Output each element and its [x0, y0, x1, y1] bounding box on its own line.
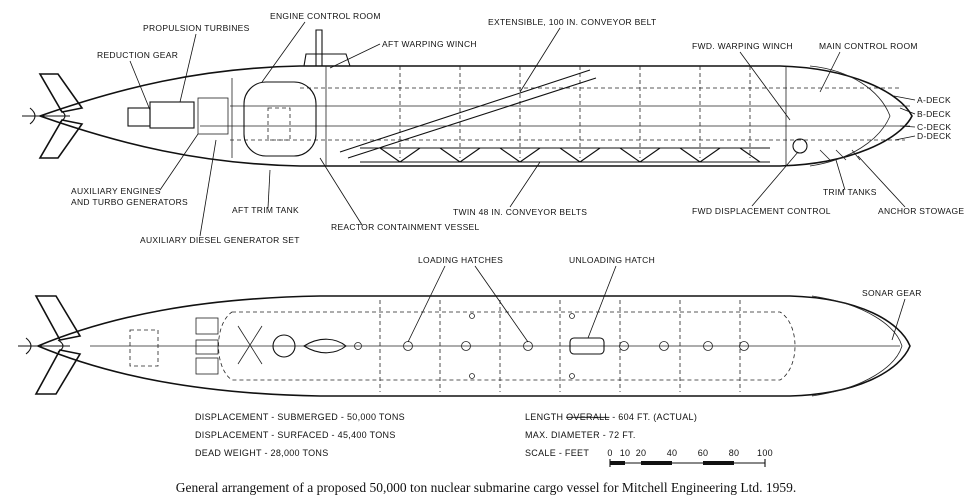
periscope-mast [315, 29, 323, 66]
scale-tick: 100 [757, 448, 773, 458]
scale-tick: 0 [607, 448, 612, 458]
reactor-vessel-shape [243, 81, 317, 157]
scale-ticks: 0 10 20 40 60 80 100 [607, 448, 773, 458]
spec-length-struck: OVERALL [566, 412, 609, 422]
side-bulkheads [231, 66, 787, 166]
main-control-room-curve [809, 65, 891, 167]
plan-bulkheads [379, 300, 741, 392]
spec-displacement-surfaced: DISPLACEMENT - SURFACED - 45,400 TONS [195, 430, 396, 440]
label-unloading-hatch: UNLOADING HATCH [569, 255, 655, 265]
spec-length: LENGTH OVERALL - 604 FT. (ACTUAL) [525, 412, 697, 422]
upper-tail-fin [38, 73, 84, 113]
scale-tick: 60 [698, 448, 709, 458]
fwd-winch-shape [792, 138, 808, 154]
propeller [22, 107, 70, 125]
label-main-control-room: MAIN CONTROL ROOM [819, 41, 918, 51]
reactor-core [267, 107, 291, 141]
sail [303, 53, 351, 67]
plan-leader-lines [407, 265, 906, 343]
scale-tick: 20 [636, 448, 647, 458]
label-reduction-gear: REDUCTION GEAR [97, 50, 178, 60]
twin-conveyor-truss [360, 147, 770, 163]
label-twin-conveyor: TWIN 48 IN. CONVEYOR BELTS [453, 207, 587, 217]
label-trim-tanks: TRIM TANKS [823, 187, 877, 197]
plan-labels: LOADING HATCHES UNLOADING HATCH SONAR GE… [418, 255, 922, 298]
spec-max-diameter: MAX. DIAMETER - 72 FT. [525, 430, 636, 440]
side-leader-lines [129, 21, 916, 237]
specifications: DISPLACEMENT - SUBMERGED - 50,000 TONS D… [195, 412, 773, 467]
plan-propeller [18, 337, 70, 355]
label-fwd-displacement: FWD DISPLACEMENT CONTROL [692, 206, 831, 216]
scale-tick: 80 [729, 448, 740, 458]
label-reactor-vessel: REACTOR CONTAINMENT VESSEL [331, 222, 480, 232]
side-labels: ENGINE CONTROL ROOM PROPULSION TURBINES … [71, 11, 964, 245]
trim-tank-marks [819, 149, 861, 161]
scale-bar [609, 459, 766, 467]
label-b-deck: B-DECK [917, 109, 951, 119]
reduction-gear-block [127, 107, 151, 127]
plan-hull-outline [35, 295, 911, 397]
label-aft-warping-winch: AFT WARPING WINCH [382, 39, 477, 49]
plan-bow-dome [811, 295, 903, 397]
scale-tick: 40 [667, 448, 678, 458]
label-aux-engines-line2: AND TURBO GENERATORS [71, 197, 188, 207]
label-propulsion-turbines: PROPULSION TURBINES [143, 23, 250, 33]
label-c-deck: C-DECK [917, 122, 951, 132]
label-a-deck: A-DECK [917, 95, 951, 105]
cargo-hold-outline [218, 311, 796, 381]
extensible-conveyor [339, 69, 597, 159]
label-fwd-warping-winch: FWD. WARPING WINCH [692, 41, 793, 51]
lower-tail-fin [38, 119, 84, 159]
aux-engine-block [197, 97, 229, 135]
scale-tick: 10 [620, 448, 631, 458]
plan-reactor [272, 334, 296, 358]
label-engine-control-room: ENGINE CONTROL ROOM [270, 11, 381, 21]
side-elevation [22, 29, 913, 167]
label-anchor-stowage: ANCHOR STOWAGE [878, 206, 964, 216]
figure-caption: General arrangement of a proposed 50,000… [176, 480, 797, 495]
spec-scale-label: SCALE - FEET [525, 448, 589, 458]
label-aft-trim-tank: AFT TRIM TANK [232, 205, 299, 215]
label-aux-diesel: AUXILIARY DIESEL GENERATOR SET [140, 235, 300, 245]
turbine-block [149, 101, 195, 129]
spec-dead-weight: DEAD WEIGHT - 28,000 TONS [195, 448, 329, 458]
plan-conveyor-head [302, 338, 347, 354]
label-aux-engines-line1: AUXILIARY ENGINES [71, 186, 161, 196]
lower-plan-fin [34, 349, 82, 395]
side-hull-outline [37, 65, 913, 167]
upper-plan-fin [34, 295, 82, 341]
plan-view [18, 295, 911, 397]
label-sonar-gear: SONAR GEAR [862, 288, 922, 298]
spec-displacement-submerged: DISPLACEMENT - SUBMERGED - 50,000 TONS [195, 412, 405, 422]
label-loading-hatches: LOADING HATCHES [418, 255, 503, 265]
label-conveyor-belt: EXTENSIBLE, 100 IN. CONVEYOR BELT [488, 17, 656, 27]
label-d-deck: D-DECK [917, 131, 951, 141]
plan-machinery [129, 317, 263, 375]
